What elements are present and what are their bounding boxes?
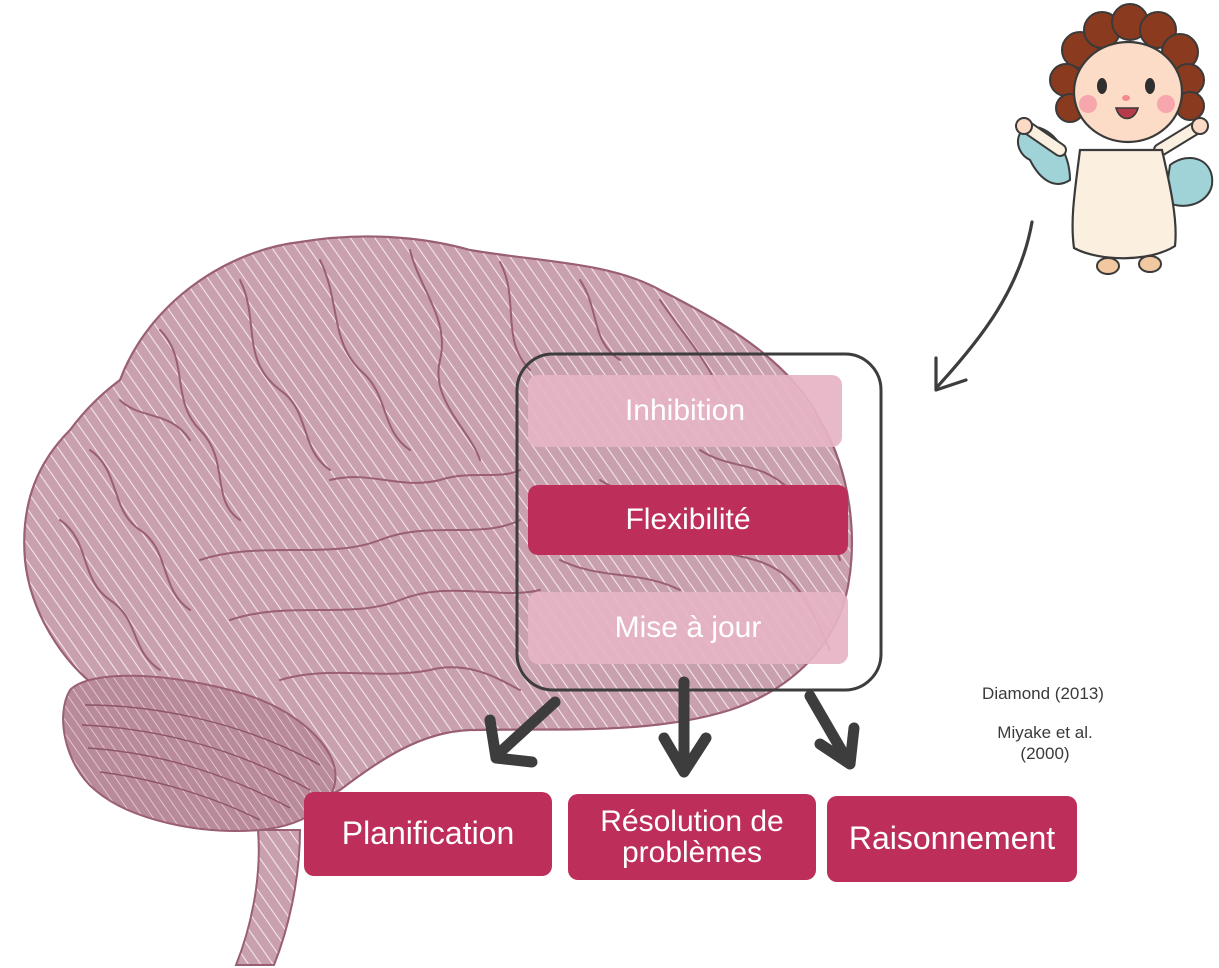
inhibition-box: Inhibition [528,375,842,447]
planning-label: Planification [341,815,515,852]
reference-diamond: Diamond (2013) [982,684,1104,703]
updating-label: Mise à jour [614,611,762,645]
flexibility-box: Flexibilité [528,485,848,555]
problem-solving-label: Résolution de problèmes [600,804,784,869]
problem-solving-box: Résolution de problèmes [568,794,816,880]
reasoning-box: Raisonnement [827,796,1077,882]
reasoning-label: Raisonnement [848,820,1056,857]
reference-miyake: Miyake et al. (2000) [997,723,1093,764]
angel-arrow [934,220,1034,392]
angel-icon [1015,3,1214,275]
outcome-arrows [484,676,860,778]
updating-box: Mise à jour [528,592,848,664]
flexibility-label: Flexibilité [625,503,751,537]
inhibition-label: Inhibition [624,394,746,428]
planning-box: Planification [304,792,552,876]
executive-functions-frame [515,352,883,692]
